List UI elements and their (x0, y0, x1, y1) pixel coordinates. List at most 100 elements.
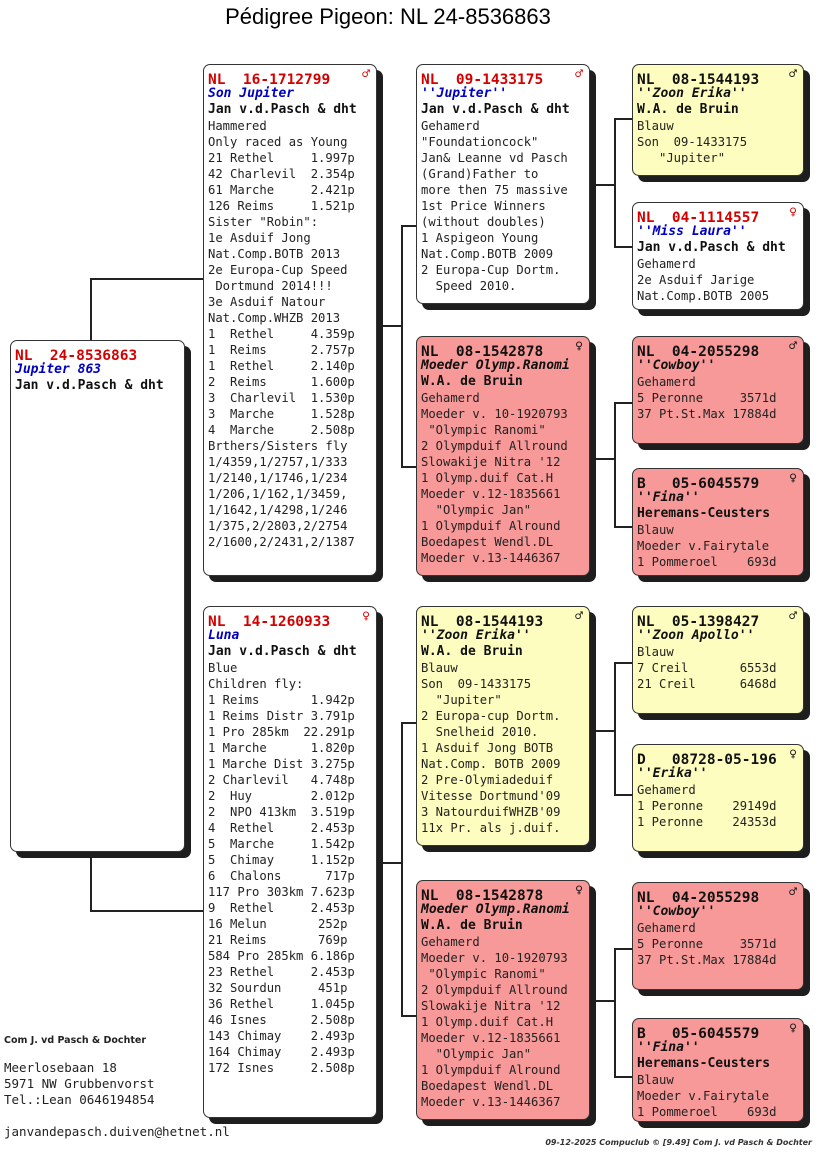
owner-name: Jan v.d.Pasch & dht (15, 378, 164, 393)
note-line: Moeder v. 10-1920793 (421, 951, 568, 965)
note-line: 1 Marche Dist 3.275p (208, 757, 355, 771)
note-line: (without doubles) (421, 215, 546, 229)
note-line: 1 Peronne 24353d (637, 815, 777, 829)
note-line: 2 NPO 413km 3.519p (208, 805, 355, 819)
note-line: 1 Rethel 4.359p (208, 327, 355, 341)
note-line: Jan& Leanne vd Pasch (421, 151, 568, 165)
note-line: 2 Olympduif Allround (421, 983, 568, 997)
note-line: 1/375,2/2803,2/2754 (208, 519, 348, 533)
note-line: 5 Marche 1.542p (208, 837, 355, 851)
fff-card[interactable]: NL 08-1544193♂ ''Zoon Erika'' W.A. de Br… (632, 64, 804, 176)
ring-number: NL 08-1544193 (637, 72, 760, 88)
owner-name: W.A. de Bruin (421, 918, 523, 933)
pigeon-name: ''Zoon Erika'' (421, 628, 531, 643)
male-icon: ♂ (575, 67, 583, 82)
note-line: 1 Marche 1.820p (208, 741, 355, 755)
connector (401, 466, 418, 468)
ff-card[interactable]: NL 09-1433175♂ ''Jupiter'' Jan v.d.Pasch… (416, 64, 590, 304)
mmm-card[interactable]: B 05-6045579♀ ''Fina'' Heremans-Ceusters… (632, 1018, 804, 1122)
note-line: Blue (208, 661, 238, 675)
note-line: 3 NatourduifWHZB'09 (421, 805, 561, 819)
female-icon: ♀ (575, 883, 583, 898)
note-line: Nat.Comp.BOTB 2013 (208, 247, 341, 261)
note-line: more then 75 massive (421, 183, 568, 197)
connector (401, 722, 418, 724)
owner-name: Heremans-Ceusters (637, 506, 771, 521)
mother-card[interactable]: NL 14-1260933♀ Luna Jan v.d.Pasch & dht … (203, 606, 377, 1118)
ring-number: NL 08-1544193 (421, 614, 544, 630)
note-line: 1 Olympduif Alround (421, 1063, 561, 1077)
note-line: 1/2140,1/1746,1/234 (208, 471, 348, 485)
mm-card[interactable]: NL 08-1542878♀ Moeder Olymp.Ranomi W.A. … (416, 880, 590, 1120)
ffm-card[interactable]: NL 04-1114557♀ ''Miss Laura'' Jan v.d.Pa… (632, 202, 804, 310)
pigeon-name: ''Cowboy'' (637, 358, 716, 373)
note-line: 5 Peronne 3571d (637, 937, 777, 951)
connector (614, 246, 634, 248)
note-line: Nat.Comp.BOTB 2009 (421, 247, 554, 261)
pigeon-name: Son Jupiter (208, 86, 295, 101)
note-line: 2 Charlevil 4.748p (208, 773, 355, 787)
address-line: 5971 NW Grubbenvorst (4, 1076, 155, 1091)
note-line: 21 Creil 6468d (637, 677, 777, 691)
note-line: 1 Pro 285km 22.291p (208, 725, 355, 739)
owner-name: Jan v.d.Pasch & dht (208, 644, 357, 659)
connector (614, 662, 634, 664)
pigeon-name: ''Zoon Apollo'' (637, 628, 755, 643)
connector (377, 325, 402, 327)
pigeon-name: Moeder Olymp.Ranomi (421, 358, 570, 373)
ring-number: NL 04-1114557 (637, 210, 760, 226)
note-line: 2 Reims 1.600p (208, 375, 355, 389)
note-line: "Jupiter" (421, 693, 502, 707)
fm-card[interactable]: NL 08-1542878♀ Moeder Olymp.Ranomi W.A. … (416, 336, 590, 576)
note-line: 117 Pro 303km 7.623p (208, 885, 355, 899)
note-line: 2 Pre-Olymiadeduif (421, 773, 554, 787)
note-line: Slowakije Nitra '12 (421, 455, 561, 469)
connector (614, 526, 634, 528)
male-icon: ♂ (789, 67, 797, 82)
subject-card[interactable]: NL 24-8536863 Jupiter 863 Jan v.d.Pasch … (10, 340, 185, 852)
ring-number: B 05-6045579 (637, 476, 760, 492)
email-link[interactable]: janvandepasch.duiven@hetnet.nl (4, 1124, 230, 1139)
note-line: 1 Reims 1.942p (208, 693, 355, 707)
note-line: 16 Melun 252p (208, 917, 348, 931)
note-line: 11x Pr. als j.duif. (421, 821, 561, 835)
note-line: 1/206,1/162,1/3459, (208, 487, 348, 501)
note-line: 2/1600,2/2431,2/1387 (208, 535, 355, 549)
note-line: 1 Pommeroel 693d (637, 1105, 777, 1119)
male-icon: ♂ (789, 885, 797, 900)
note-line: 2 Huy 2.012p (208, 789, 355, 803)
connector (614, 1076, 634, 1078)
mf-card[interactable]: NL 08-1544193♂ ''Zoon Erika'' W.A. de Br… (416, 606, 590, 846)
connector (401, 1015, 418, 1017)
connector (614, 662, 616, 796)
connector (590, 730, 615, 732)
pigeon-name: ''Cowboy'' (637, 904, 716, 919)
ring-number: D 08728-05-196 (637, 752, 777, 768)
note-line: Brthers/Sisters fly (208, 439, 348, 453)
note-line: 4 Rethel 2.453p (208, 821, 355, 835)
note-line: 1 Olymp.duif Cat.H (421, 471, 554, 485)
note-line: 584 Pro 285km 6.186p (208, 949, 355, 963)
note-line: Gehamerd (421, 391, 480, 405)
fmm-card[interactable]: B 05-6045579♀ ''Fina'' Heremans-Ceusters… (632, 468, 804, 576)
note-line: 2e Europa-Cup Speed (208, 263, 348, 277)
note-line: 5 Peronne 3571d (637, 391, 777, 405)
note-line: Blauw (421, 661, 458, 675)
father-card[interactable]: NL 16-1712799♂ Son Jupiter Jan v.d.Pasch… (203, 64, 377, 576)
breeder-name: Com J. vd Pasch & Dochter (4, 1035, 146, 1046)
page-title: Pédigree Pigeon: NL 24-8536863 (225, 4, 551, 29)
owner-name: Jan v.d.Pasch & dht (637, 240, 786, 255)
note-line: Nat.Comp.WHZB 2013 (208, 311, 341, 325)
note-line: "Olympic Jan" (421, 1047, 532, 1061)
ring-number: NL 24-8536863 (15, 348, 138, 364)
note-line: 21 Reims 769p (208, 933, 348, 947)
note-line: Gehamerd (421, 935, 480, 949)
